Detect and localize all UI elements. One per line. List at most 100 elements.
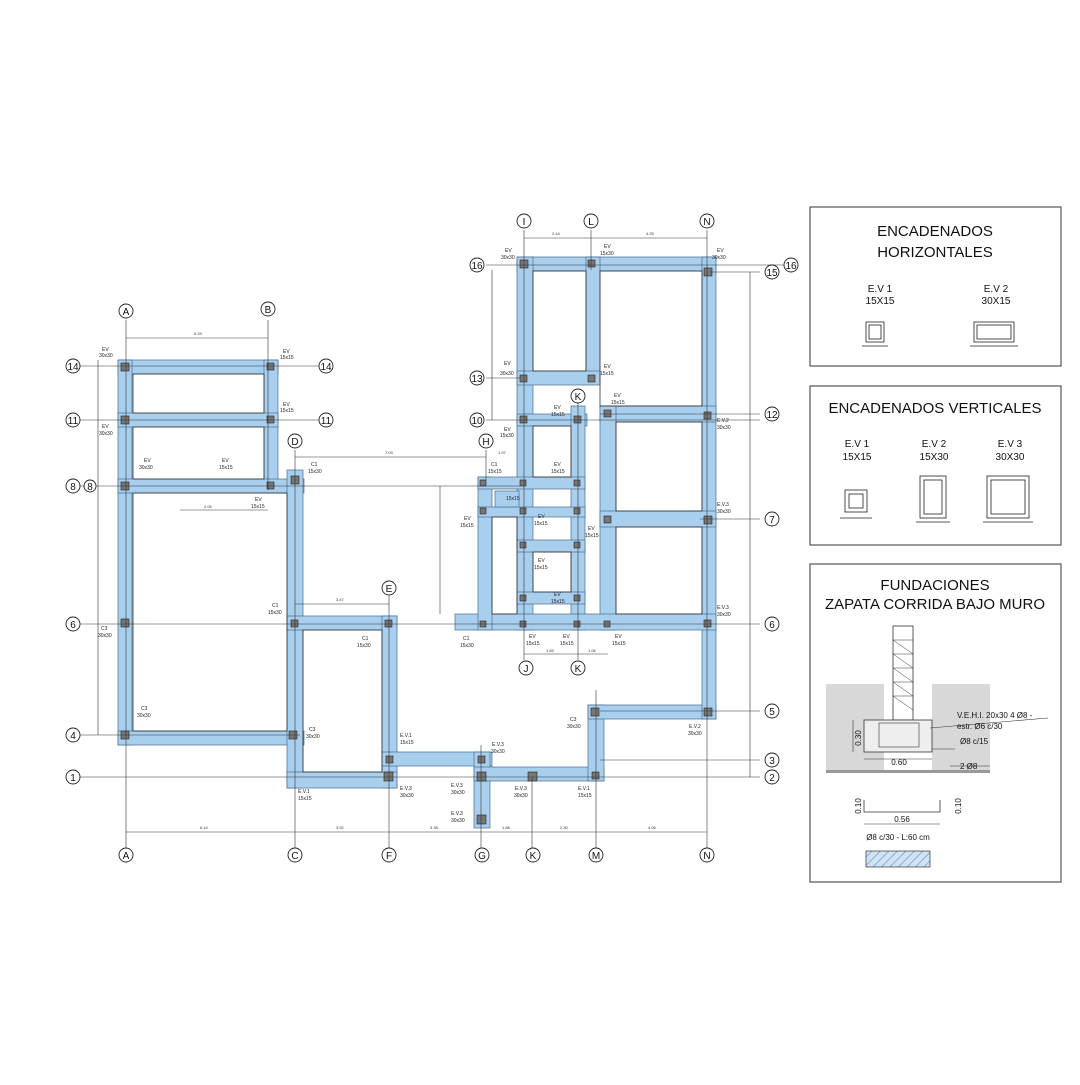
room-outline [302,629,383,773]
label-size: 15x15 [298,796,312,802]
label-ev: EV [464,516,471,522]
label-ev: EV [554,462,561,468]
grid-bubble-10-left: 10 [469,412,485,428]
label-size: 30x30 [688,731,702,737]
column [519,594,527,602]
wall-band [454,613,717,631]
label-ev: EV [102,347,109,353]
dimension-text: 1.06 [588,648,597,653]
label-ev1: E.V.1 [578,786,590,792]
section-ev1-horizontal [862,321,888,347]
column [519,415,528,424]
svg-text:16: 16 [471,261,483,272]
label-size: 15x30 [268,610,282,616]
column [591,771,600,780]
wall-band [599,510,717,528]
label-ev3: E.V.3 [717,502,729,508]
label-c1: C1 [362,636,369,642]
column [479,479,487,487]
label-ev: EV [538,514,545,520]
column [573,541,581,549]
label-size: 30x30 [514,793,528,799]
label-ev: EV [588,526,595,532]
svg-text:8: 8 [70,482,76,493]
panel-vertical: ENCADENADOS VERTICALES E.V 1 15X15 E.V 2… [809,385,1062,546]
wall-band [585,256,601,378]
label-ev2: E.V.2 [717,418,729,424]
svg-text:C: C [291,851,298,862]
label-size: 15x15 [506,496,520,502]
grid-bubble-H: H [478,433,494,449]
label-size: 15x15 [526,641,540,647]
label-ev1: E.V.1 [400,733,412,739]
svg-text:D: D [291,437,298,448]
label-size: 30x30 [99,353,113,359]
label-ev2: E.V.2 [689,724,701,730]
label-ev3: E.V.3 [451,811,463,817]
label-ev: EV [554,405,561,411]
svg-text:6: 6 [70,620,76,631]
wall-bands [117,256,717,829]
label-size: 15x15 [280,408,294,414]
grid-bubble-8-left: 8 [65,478,81,494]
wall-inner-lines [132,270,703,773]
label-size: 15x30 [600,251,614,257]
dim-side-left: 0.10 [854,798,863,814]
grid-bubble-16-right: 16 [783,257,799,273]
column [573,415,582,424]
column [385,755,394,764]
label-size: 30x30 [400,793,414,799]
room-outline [532,270,587,372]
label-ev3: E.V.3 [515,786,527,792]
label-ev: EV [222,458,229,464]
dim-bottom: 0.56 [894,815,910,824]
panel-horizontal-subtitle: HORIZONTALES [877,244,993,261]
label-size: 30x30 [137,713,151,719]
column [573,479,581,487]
hatch-legend [865,850,931,868]
ev1-name: E.V 1 [845,439,870,450]
svg-text:14: 14 [320,362,332,373]
svg-text:A: A [123,307,130,318]
wall-band [477,476,493,631]
label-size: 15x15 [400,740,414,746]
label-c3: C3 [141,706,148,712]
label-ev: EV [255,497,262,503]
grid-bubble-K-mid: K [570,388,586,404]
grid-bubble-14-left: 14 [65,358,81,374]
column [703,707,713,717]
grid-bubble-N-bottom: N [699,847,715,863]
label-size: 30x30 [451,790,465,796]
svg-text:F: F [386,851,392,862]
label-ev: EV [283,402,290,408]
element-labels: EV 30x30 EV 15x15 EV 15x15 EV 30x30 EV 3… [98,244,731,824]
svg-text:3: 3 [769,756,775,767]
grid-bubble-4-left: 4 [65,727,81,743]
dim-height: 0.30 [854,730,863,746]
grid-bubble-J: J [518,660,534,676]
svg-text:N: N [703,851,710,862]
room-outline [599,270,703,407]
label-size: 15x15 [219,465,233,471]
column [587,259,596,268]
svg-text:J: J [524,664,529,675]
ev3-name: E.V 3 [998,439,1023,450]
room-outline [615,526,703,615]
svg-text:L: L [588,217,594,228]
label-c1: C1 [491,462,498,468]
svg-text:16: 16 [785,261,797,272]
wall-band [516,256,717,272]
label-size: 15x15 [488,469,502,475]
panel-foundations-subtitle: ZAPATA CORRIDA BAJO MURO [825,596,1045,613]
column [383,771,394,782]
grid-bubble-I: I [516,213,532,229]
label-size: 15x15 [585,533,599,539]
ev2-size: 15X30 [920,452,949,463]
svg-text:14: 14 [67,362,79,373]
wall-band [477,506,586,518]
dim-side-right: 0.10 [954,798,963,814]
wall-band [286,615,398,631]
reinforcement-note-2: estr. Ø6 c/30 [957,722,1003,731]
column [519,374,528,383]
room-outline [532,551,572,593]
